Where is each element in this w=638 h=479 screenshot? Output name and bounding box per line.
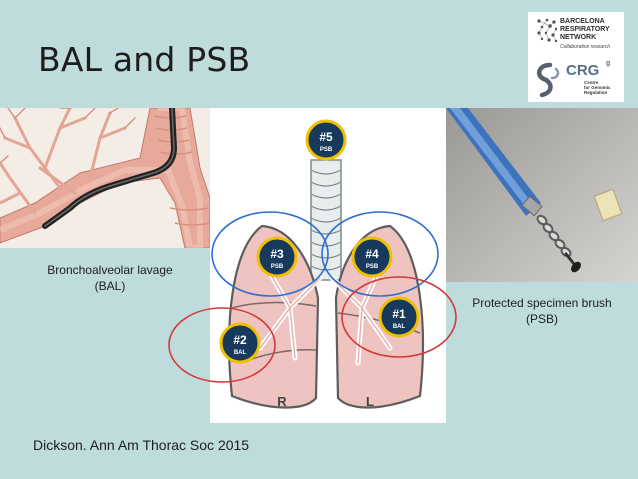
bal-site-circle-right xyxy=(168,307,276,383)
badge-1: #1 BAL xyxy=(378,296,420,338)
badge-4-number: #4 xyxy=(365,247,379,261)
badge-4-method: PSB xyxy=(366,264,379,270)
barcelona-logo-text: BARCELONA RESPIRATORY NETWORK xyxy=(560,18,610,42)
barcelona-respiratory-network-logo: BARCELONA RESPIRATORY NETWORK Collaborat… xyxy=(536,16,620,56)
crg-logo-line2: for Genomic xyxy=(584,85,611,90)
badge-2: #2 BAL xyxy=(219,322,261,364)
badge-3-method: PSB xyxy=(271,264,284,270)
barcelona-logo-tagline: Collaborative research xyxy=(560,44,611,50)
psb-photo xyxy=(446,108,638,282)
right-lung-label: R xyxy=(277,394,287,409)
bal-illustration xyxy=(0,108,210,248)
badge-1-number: #1 xyxy=(392,307,406,321)
lung-sampling-sites-diagram: R L xyxy=(210,108,446,423)
bal-site-circle-left xyxy=(341,276,457,358)
logo-panel: BARCELONA RESPIRATORY NETWORK Collaborat… xyxy=(528,12,624,102)
badge-2-method: BAL xyxy=(234,350,247,356)
citation: Dickson. Ann Am Thorac Soc 2015 xyxy=(33,437,250,453)
crg-swirl-icon xyxy=(536,62,560,98)
badge-3: #3 PSB xyxy=(256,236,298,278)
crg-logo: CRG g Centre for Genomic Regulation xyxy=(534,60,620,100)
barcelona-logo-line1: BARCELONA xyxy=(560,18,605,25)
badge-5: #5 PSB xyxy=(305,119,347,161)
psb-caption-line1: Protected specimen brush xyxy=(472,296,612,310)
slide-header: BAL and PSB BAR xyxy=(0,0,638,105)
network-dots-icon xyxy=(537,18,558,43)
crg-logo-line1: Centre xyxy=(584,80,599,85)
badge-1-method: BAL xyxy=(393,324,406,330)
crg-logo-superscript: g xyxy=(606,60,611,67)
lung-diagram: R L xyxy=(210,108,446,423)
psb-site-circle-right xyxy=(211,211,329,297)
psb-caption-line2: (PSB) xyxy=(525,312,558,326)
barcelona-logo-line2: RESPIRATORY xyxy=(560,26,610,33)
bal-caption-line1: Bronchoalveolar lavage xyxy=(47,263,173,277)
crg-logo-word: CRG xyxy=(566,62,600,79)
badge-5-number: #5 xyxy=(319,130,333,144)
crg-logo-line3: Regulation xyxy=(584,90,608,95)
barcelona-logo-line3: NETWORK xyxy=(560,34,597,41)
crg-logo-text: Centre for Genomic Regulation xyxy=(584,80,611,95)
badge-3-number: #3 xyxy=(270,247,284,261)
badge-2-number: #2 xyxy=(233,333,247,347)
left-lung-label: L xyxy=(366,394,374,409)
psb-site-circle-left xyxy=(321,211,439,297)
bronchoscope-airway-image xyxy=(0,108,210,248)
bal-caption: Bronchoalveolar lavage (BAL) xyxy=(20,262,200,294)
slide-title: BAL and PSB xyxy=(38,40,251,79)
psb-caption: Protected specimen brush (PSB) xyxy=(452,295,632,327)
protected-brush-image xyxy=(446,108,638,282)
badge-4: #4 PSB xyxy=(351,236,393,278)
bal-caption-line2: (BAL) xyxy=(94,279,126,293)
badge-5-method: PSB xyxy=(320,147,333,153)
